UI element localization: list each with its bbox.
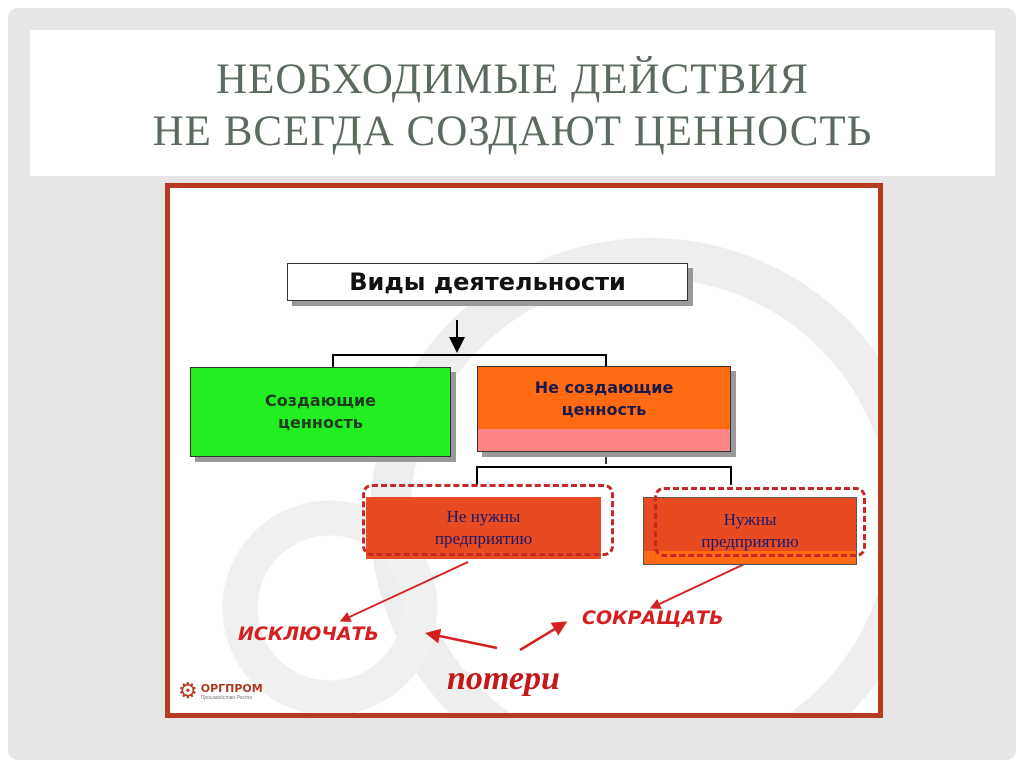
root-box: Виды деятельности — [287, 263, 688, 301]
not-needed-box: Не нужны предприятию — [366, 497, 601, 559]
eliminate-label: ИСКЛЮЧАТЬ — [238, 623, 379, 645]
value-creating-box: Создающие ценность — [190, 367, 451, 457]
gear-logo-icon: ⚙ — [178, 678, 198, 703]
not-needed-dashed-outline — [362, 484, 614, 556]
slide-title: НЕОБХОДИМЫЕ ДЕЙСТВИЯ НЕ ВСЕГДА СОЗДАЮТ Ц… — [152, 56, 873, 155]
losses-label: потери — [447, 660, 560, 697]
title-box: НЕОБХОДИМЫЕ ДЕЙСТВИЯ НЕ ВСЕГДА СОЗДАЮТ Ц… — [30, 30, 995, 176]
non-value-creating-box: Не создающие ценность — [477, 366, 731, 452]
needed-box: Нужны предприятию — [643, 497, 857, 565]
orgprom-logo: ⚙ ОРГПРОМ Производство Роста — [178, 678, 263, 703]
needed-dashed-outline — [654, 487, 866, 557]
reduce-label: СОКРАЩАТЬ — [582, 607, 724, 629]
